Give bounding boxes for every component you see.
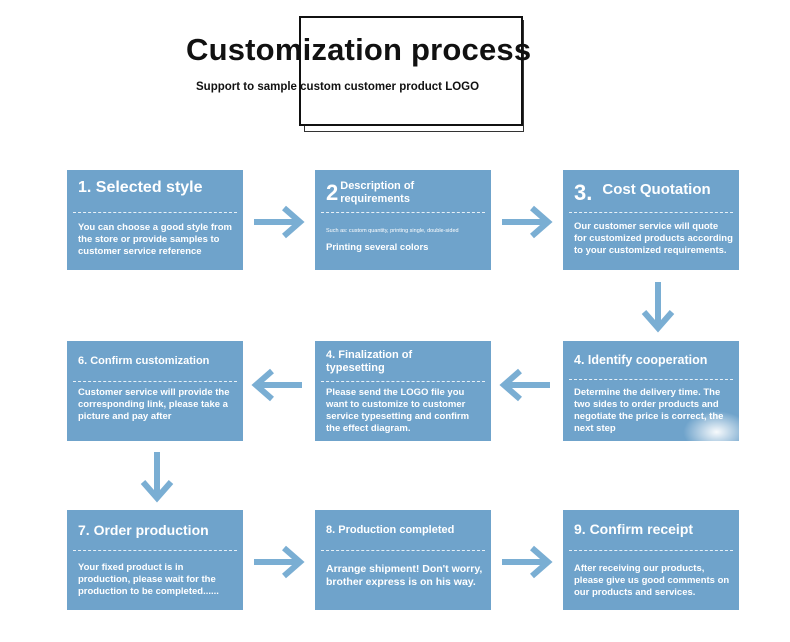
step-header: 2 Description of requirements bbox=[326, 180, 485, 206]
step-description: Arrange shipment! Don't worry, brother e… bbox=[326, 563, 483, 588]
arrow-right-icon bbox=[498, 205, 554, 239]
step-title: 4. Identify cooperation bbox=[574, 353, 708, 367]
step-box-7: 7. Order production Your fixed product i… bbox=[67, 510, 243, 610]
dashed-divider bbox=[73, 550, 237, 551]
dashed-divider bbox=[321, 212, 485, 213]
step-description: Your fixed product is in production, ple… bbox=[78, 562, 219, 597]
step-title: 7. Order production bbox=[78, 522, 209, 538]
step-title: 6. Confirm customization bbox=[78, 355, 210, 367]
step-box-3: 3. Cost Quotation Our customer service w… bbox=[563, 170, 739, 270]
page-title: Customization process bbox=[186, 32, 532, 67]
step-note: Such as: custom quantity, printing singl… bbox=[326, 228, 459, 234]
step-box-5: 4. Finalization of typesetting Please se… bbox=[315, 341, 491, 441]
title-frame bbox=[299, 16, 523, 126]
step-number: 2 bbox=[326, 180, 339, 205]
step-box-4: 4. Identify cooperation Determine the de… bbox=[563, 341, 739, 441]
arrow-down-icon bbox=[140, 450, 174, 504]
step-description: After receiving our products, please giv… bbox=[574, 563, 730, 598]
page-subtitle: Support to sample custom customer produc… bbox=[196, 81, 480, 93]
step-box-6: 6. Confirm customization Customer servic… bbox=[67, 341, 243, 441]
image-smudge bbox=[683, 411, 739, 441]
arrow-down-icon bbox=[641, 280, 675, 334]
step-box-9: 9. Confirm receipt After receiving our p… bbox=[563, 510, 739, 610]
step-header: 3. Cost Quotation bbox=[574, 180, 733, 206]
step-box-2: 2 Description of requirements Such as: c… bbox=[315, 170, 491, 270]
step-title: 4. Finalization of typesetting bbox=[326, 349, 413, 374]
dashed-divider bbox=[321, 550, 485, 551]
step-title: Cost Quotation bbox=[602, 181, 711, 198]
step-description: Printing several colors bbox=[326, 242, 429, 253]
arrow-left-icon bbox=[250, 368, 306, 402]
step-description: Customer service will provide the corres… bbox=[78, 387, 230, 422]
step-description: You can choose a good style from the sto… bbox=[78, 222, 232, 257]
dashed-divider bbox=[569, 550, 733, 551]
arrow-right-icon bbox=[250, 205, 306, 239]
dashed-divider bbox=[73, 381, 237, 382]
arrow-right-icon bbox=[250, 545, 306, 579]
dashed-divider bbox=[321, 381, 485, 382]
dashed-divider bbox=[569, 379, 733, 380]
step-number: 3. bbox=[574, 180, 593, 205]
step-title: 1. Selected style bbox=[78, 179, 203, 196]
step-description: Our customer service will quote for cust… bbox=[574, 221, 733, 256]
arrow-left-icon bbox=[498, 368, 554, 402]
step-title: 9. Confirm receipt bbox=[574, 521, 694, 537]
step-box-1: 1. Selected style You can choose a good … bbox=[67, 170, 243, 270]
step-title: 8. Production completed bbox=[326, 524, 455, 536]
dashed-divider bbox=[569, 212, 733, 213]
dashed-divider bbox=[73, 212, 237, 213]
step-title: Description of requirements bbox=[340, 180, 415, 205]
step-description: Determine the delivery time. The two sid… bbox=[574, 387, 724, 434]
step-box-8: 8. Production completed Arrange shipment… bbox=[315, 510, 491, 610]
step-description: Please send the LOGO file you want to cu… bbox=[326, 387, 470, 434]
arrow-right-icon bbox=[498, 545, 554, 579]
